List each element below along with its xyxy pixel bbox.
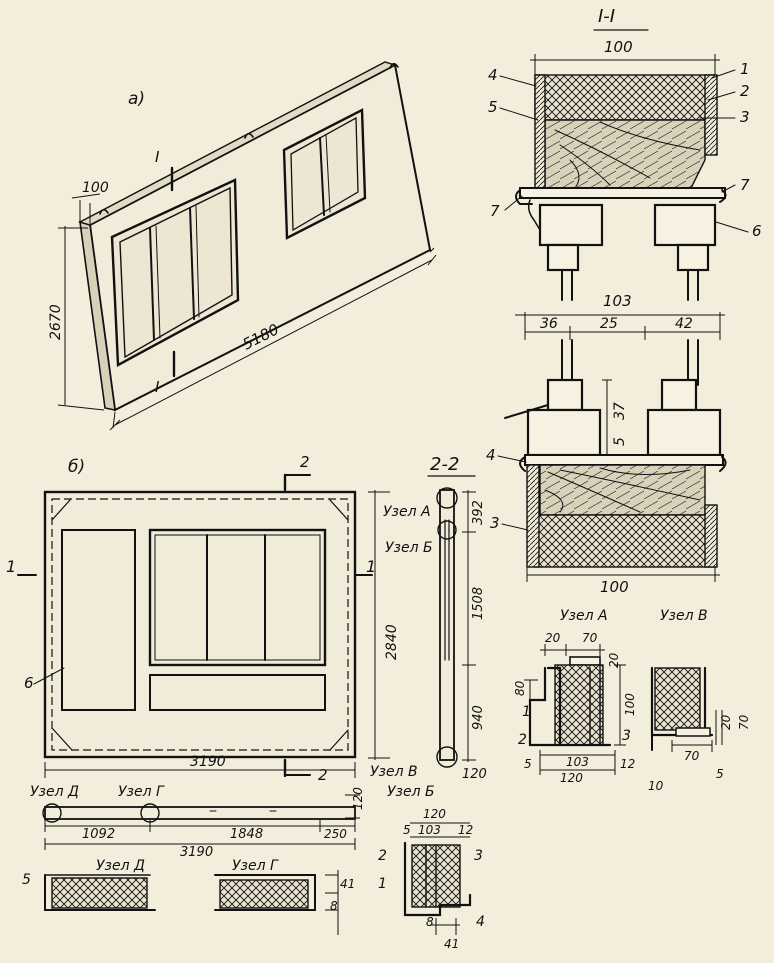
- dim-node-A-100: 100: [623, 693, 637, 716]
- dim-42: 42: [675, 316, 693, 332]
- view-a-label: а): [128, 89, 145, 109]
- callout-7-left: 7: [490, 202, 500, 220]
- dim-36: 36: [540, 316, 558, 332]
- dim-node-A-80: 80: [513, 680, 527, 696]
- callout-2-top: 2: [740, 82, 750, 100]
- dim-section-bottom-width: 100: [600, 578, 629, 596]
- dim-node-A-12: 12: [620, 757, 635, 771]
- callout-5-top: 5: [488, 98, 498, 116]
- dim-node-B-41: 41: [444, 937, 459, 951]
- node-G-label: Узел Г: [232, 858, 279, 874]
- dim-section-top-width: 100: [604, 38, 633, 56]
- section-1-right: 1: [366, 557, 376, 576]
- section-2-2: [436, 487, 476, 768]
- callout-2-node-B: 2: [378, 848, 387, 864]
- section-mark-bottom: I: [155, 378, 160, 396]
- dim-node-V-5: 5: [716, 767, 724, 781]
- node-B-detail: [403, 822, 472, 935]
- callout-6-view-b: 6: [24, 674, 34, 692]
- node-V-title: Узел В: [660, 608, 708, 624]
- dim-node-A-20a: 20: [545, 631, 561, 645]
- dim-node-B-120: 120: [423, 807, 446, 821]
- dim-node-A-70: 70: [582, 631, 598, 645]
- dim-view-b-width: 3190: [190, 754, 226, 770]
- dim-plan-120: 120: [351, 787, 365, 810]
- view-b-label: б): [68, 457, 85, 477]
- callout-1-node-B: 1: [378, 876, 387, 892]
- dim-node-A-120: 120: [560, 771, 583, 785]
- callout-3-node-B: 3: [474, 848, 483, 864]
- node-V-label: Узел В: [370, 764, 418, 780]
- section-2-2-title: 2-2: [430, 454, 459, 475]
- dim-1848: 1848: [230, 827, 263, 842]
- callout-2-node-A: 2: [518, 732, 527, 748]
- node-D-label-plan: Узел Д: [30, 784, 79, 800]
- callout-3-node-A: 3: [622, 728, 631, 744]
- dim-2-2-120: 120: [462, 767, 487, 782]
- dim-node-B-8: 8: [426, 915, 434, 929]
- node-B-label: Узел Б: [385, 540, 433, 556]
- dim-section-total: 103: [603, 292, 632, 310]
- dim-5: 5: [612, 437, 628, 446]
- callout-7-right: 7: [740, 176, 750, 194]
- section-2-top: 2: [300, 453, 310, 471]
- callout-3-bottom: 3: [490, 514, 500, 532]
- panel-isometric-view: [57, 61, 437, 431]
- dim-node-B-12: 12: [458, 823, 473, 837]
- dim-node-B-5: 5: [403, 823, 411, 837]
- callout-1-node-A: 1: [522, 704, 531, 720]
- callout-4-bottom: 4: [486, 446, 496, 464]
- node-A-label: Узел А: [383, 504, 431, 520]
- section-I-I-title: I-I: [598, 6, 615, 27]
- callout-3-top: 3: [740, 108, 750, 126]
- callout-6-top: 6: [752, 222, 762, 240]
- section-1-left: 1: [6, 557, 16, 576]
- dim-node-A-103: 103: [566, 755, 589, 769]
- dim-node-A-20b: 20: [607, 652, 621, 668]
- dim-node-V-70: 70: [737, 714, 751, 730]
- node-A-title: Узел А: [560, 608, 608, 624]
- node-G-detail: [214, 870, 339, 935]
- dim-node-V-70b: 70: [684, 749, 700, 763]
- dim-view-b-height: 2840: [384, 624, 400, 660]
- dim-250: 250: [324, 827, 347, 841]
- panel-plan: [42, 794, 360, 850]
- node-A-detail: [524, 644, 626, 775]
- panel-elevation-view: [17, 473, 390, 778]
- dim-node-A-5: 5: [524, 757, 532, 771]
- callout-5-node-D: 5: [22, 872, 31, 888]
- section-mark-top: I: [155, 148, 160, 166]
- callout-4-node-B: 4: [476, 914, 485, 930]
- callout-1-top: 1: [740, 60, 750, 78]
- section-I-I-bottom: [504, 312, 727, 582]
- dim-panel-height: 2670: [48, 304, 64, 340]
- node-G-label-plan: Узел Г: [118, 784, 165, 800]
- dim-node-V-20: 20: [719, 714, 733, 730]
- dim-plan-total: 3190: [180, 845, 213, 860]
- dim-node-G-8: 8: [330, 899, 338, 913]
- dim-node-G-41: 41: [340, 877, 355, 891]
- dim-25: 25: [600, 316, 618, 332]
- dim-1092: 1092: [82, 827, 115, 842]
- dim-1508: 1508: [471, 587, 486, 620]
- node-B-title: Узел Б: [387, 784, 435, 800]
- section-2-bottom: 2: [318, 766, 328, 784]
- node-D-label: Узел Д: [96, 858, 145, 874]
- dim-940: 940: [471, 705, 486, 730]
- dim-37: 37: [612, 402, 628, 420]
- section-I-I-top: [515, 54, 727, 301]
- node-V-detail: [650, 666, 723, 752]
- dim-node-B-103: 103: [418, 823, 441, 837]
- callout-4-top: 4: [488, 66, 498, 84]
- dim-node-V-10: 10: [648, 779, 664, 793]
- node-D-detail: [44, 874, 156, 911]
- dim-panel-thickness: 100: [82, 180, 109, 196]
- dim-392: 392: [471, 500, 486, 525]
